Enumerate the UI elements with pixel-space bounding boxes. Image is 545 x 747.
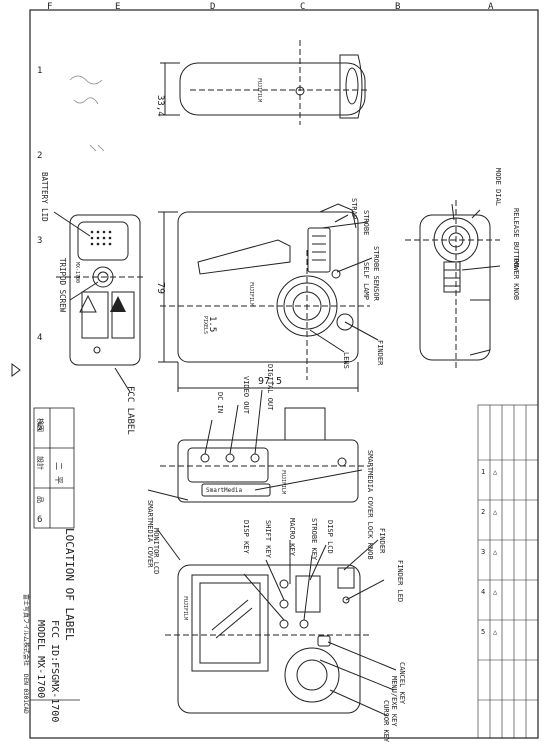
callout-strobe-sensor: STROBE SENSOR xyxy=(372,246,380,302)
title-drawing-no: DEN 0301CAD xyxy=(22,674,29,714)
grid-row-4: 4 xyxy=(37,333,42,343)
callout-smartmedia-cover: SMARTMEDIA COVER xyxy=(146,500,154,568)
grid-col-b: B xyxy=(395,2,400,12)
grid-column-labels: F E D C B A xyxy=(47,2,494,12)
top-brand-mark: FUJIFILM xyxy=(256,78,262,102)
back-view-leaders xyxy=(157,529,397,717)
revision-b-4: △ xyxy=(493,588,498,596)
front-brand-mark: FUJIFILM xyxy=(248,282,254,306)
callout-battery-lid: BATTERY LID xyxy=(40,172,49,222)
grid-row-2: 2 xyxy=(37,151,42,161)
connector-leaders xyxy=(147,389,363,501)
callout-disp-lcd: DISP LCD xyxy=(326,520,334,554)
callout-power-knob: POWER KNOB xyxy=(512,258,520,300)
battery-lid-dots xyxy=(90,230,112,246)
side-brand-mark: FUJIFILM xyxy=(280,470,286,494)
callout-macro-key: MACRO KEY xyxy=(288,518,296,557)
grid-row-3: 3 xyxy=(37,236,42,246)
callout-tripod-screw: TRIPOD SCREW xyxy=(58,258,67,313)
grid-col-d: D xyxy=(210,2,215,12)
grid-row-labels: 1 2 3 4 5 6 xyxy=(37,66,42,525)
revision-b-2: △ xyxy=(493,508,498,516)
callout-video-out: VIDEO OUT xyxy=(242,376,250,415)
front-megapixels: 1.5 xyxy=(207,316,217,332)
revision-b-1: △ xyxy=(493,468,498,476)
dimension-width: 97,5 xyxy=(258,376,282,387)
callout-cancel-key: CANCEL KEY xyxy=(398,662,406,705)
callout-fcc-label: FCC LABEL xyxy=(125,386,135,435)
revision-a-4: 4 xyxy=(481,588,485,596)
handwritten-marks xyxy=(69,75,105,152)
dimension-depth: 33,4 xyxy=(155,95,165,117)
callout-digital-out: DIGITAL OUT xyxy=(266,364,274,411)
callout-finder-front: FINDER xyxy=(376,340,384,366)
warning-triangle-1 xyxy=(110,296,126,312)
callout-lens: LENS xyxy=(342,352,350,369)
triangle-mark xyxy=(11,363,21,377)
revision-col-b: △ △ △ △ △ xyxy=(493,468,498,636)
bottom-model-mark: MX-1700 xyxy=(74,262,80,283)
smartmedia-logo: SmartMedia xyxy=(206,487,243,494)
front-view-leaders xyxy=(309,214,379,353)
approval-row-2: 設計 xyxy=(36,456,45,470)
approval-row-3: 品 xyxy=(36,496,44,503)
revision-a-5: 5 xyxy=(481,628,485,636)
callout-finder-back: FINDER xyxy=(378,528,386,554)
approval-box xyxy=(33,407,75,529)
callout-strap: STRAP xyxy=(350,198,358,219)
approval-row-1: 検図 xyxy=(36,418,45,432)
callout-release-button: RELEASE BUTTON xyxy=(512,208,520,267)
approval-stamp-1: 二 xyxy=(54,462,63,470)
revision-b-5: △ xyxy=(493,628,498,636)
grid-row-1: 1 xyxy=(37,66,42,76)
revision-a-1: 1 xyxy=(481,468,485,476)
callout-shift-key: SHIFT KEY xyxy=(264,520,272,559)
title-fcc-id: FCC ID:FSGMX-1700 xyxy=(49,620,60,722)
bottom-view xyxy=(56,214,145,366)
callout-strobe: STROBE xyxy=(362,210,370,235)
top-view xyxy=(160,40,370,125)
grid-row-5: 5 xyxy=(37,423,42,433)
revision-a-2: 2 xyxy=(481,508,485,516)
callout-mode-dial: MODE DIAL xyxy=(494,168,502,206)
callout-dc-in: DC IN xyxy=(216,392,224,413)
revision-b-3: △ xyxy=(493,548,498,556)
sheet-border xyxy=(29,9,539,739)
front-pixels-label: PIXELS xyxy=(202,316,208,334)
revision-a-3: 3 xyxy=(481,548,485,556)
grid-col-a: A xyxy=(488,2,494,12)
callout-strobe-key: STROBE KEY xyxy=(310,518,318,561)
title-company: 富士写真フイルム株式会社 xyxy=(22,594,30,666)
grid-col-c: C xyxy=(300,2,305,12)
bottom-view-leaders xyxy=(53,211,131,393)
title-model: MODEL MX-1700 xyxy=(35,620,46,698)
revision-table xyxy=(477,404,539,739)
title-location-of-label: LOCATION OF LABEL xyxy=(63,528,76,641)
callout-smartmedia-cover-lock-knob: SMARTMEDIA COVER LOCK KNOB xyxy=(366,450,374,560)
back-view xyxy=(165,564,370,714)
callout-finder-led: FINDER LED xyxy=(396,560,404,602)
warning-triangle-2 xyxy=(79,294,97,313)
grid-col-e: E xyxy=(115,2,120,12)
callout-disp-key: DISP KEY xyxy=(242,520,250,555)
dimension-height: 79 xyxy=(155,282,166,294)
approval-stamp-2: 平 xyxy=(54,476,63,484)
revision-col-a: 1 2 3 4 5 xyxy=(481,468,485,636)
back-brand-mark: FUJIFILM xyxy=(182,596,188,620)
callout-cursor-key: CURSOR KEY xyxy=(382,700,390,743)
side-view-connectors xyxy=(160,407,370,503)
callout-menu-exe-key: MENU/EXE KEY xyxy=(390,676,398,727)
side-view-right xyxy=(405,200,500,370)
grid-row-6: 6 xyxy=(37,515,42,525)
callout-monitor-lcd: MONITOR LCD xyxy=(152,528,160,574)
grid-col-f: F xyxy=(47,2,52,12)
side-view-right-leaders xyxy=(451,203,501,271)
callout-self-lamp: SELF LAMP xyxy=(362,262,370,300)
front-view xyxy=(158,203,370,392)
